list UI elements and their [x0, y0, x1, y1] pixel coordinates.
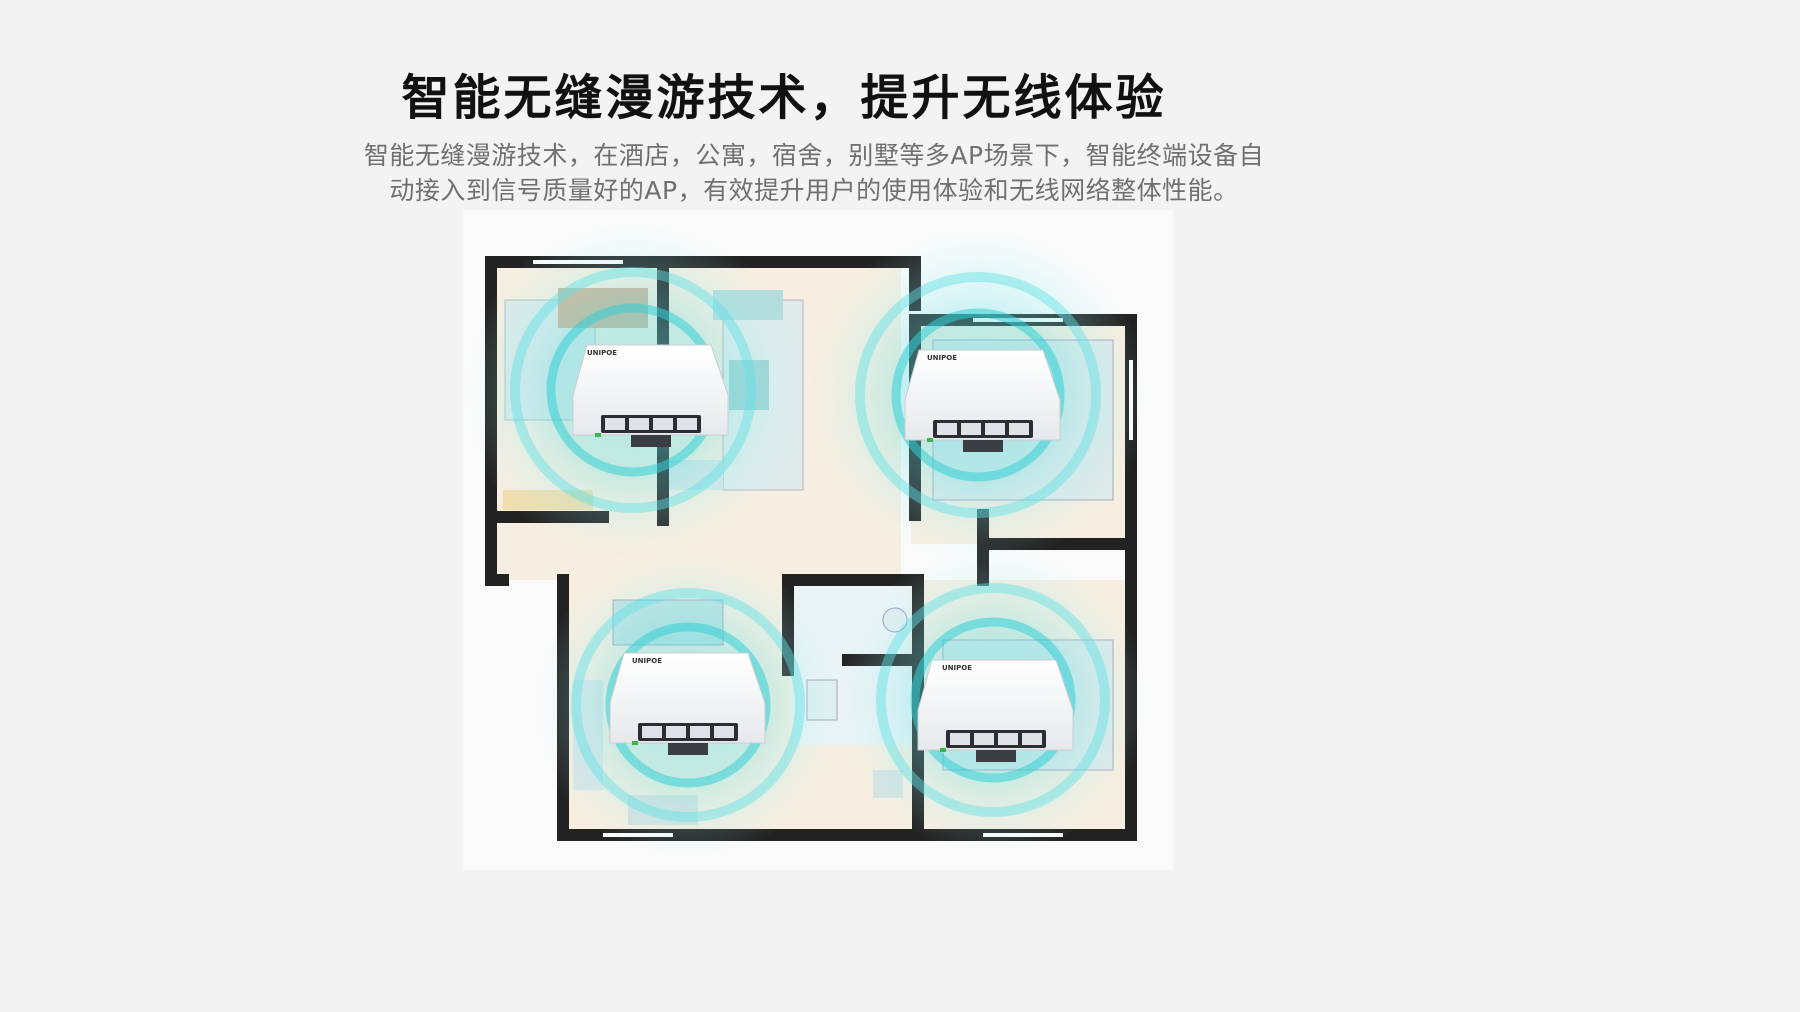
floor-plan-illustration: UNIPOE UNIPOE UNIPOE UNIPOE [463, 210, 1173, 870]
description-line-1: 智能无缝漫游技术，在酒店，公寓，宿舍，别墅等多AP场景下，智能终端设备自 [363, 141, 1265, 170]
wireless-ap-device-2: UNIPOE [904, 349, 1061, 452]
device-brand-label: UNIPOE [927, 354, 957, 362]
device-brand-label: UNIPOE [587, 349, 617, 357]
device-brand-label: UNIPOE [942, 664, 972, 672]
headline: 智能无缝漫游技术，提升无线体验 [401, 70, 1167, 126]
description: 智能无缝漫游技术，在酒店，公寓，宿舍，别墅等多AP场景下，智能终端设备自 动接入… [280, 138, 1348, 208]
wireless-ap-device-1: UNIPOE [572, 344, 729, 447]
wireless-ap-device-3: UNIPOE [609, 652, 766, 755]
description-line-2: 动接入到信号质量好的AP，有效提升用户的使用体验和无线网络整体性能。 [389, 176, 1239, 205]
device-brand-label: UNIPOE [632, 657, 662, 665]
wireless-ap-device-4: UNIPOE [917, 659, 1074, 762]
